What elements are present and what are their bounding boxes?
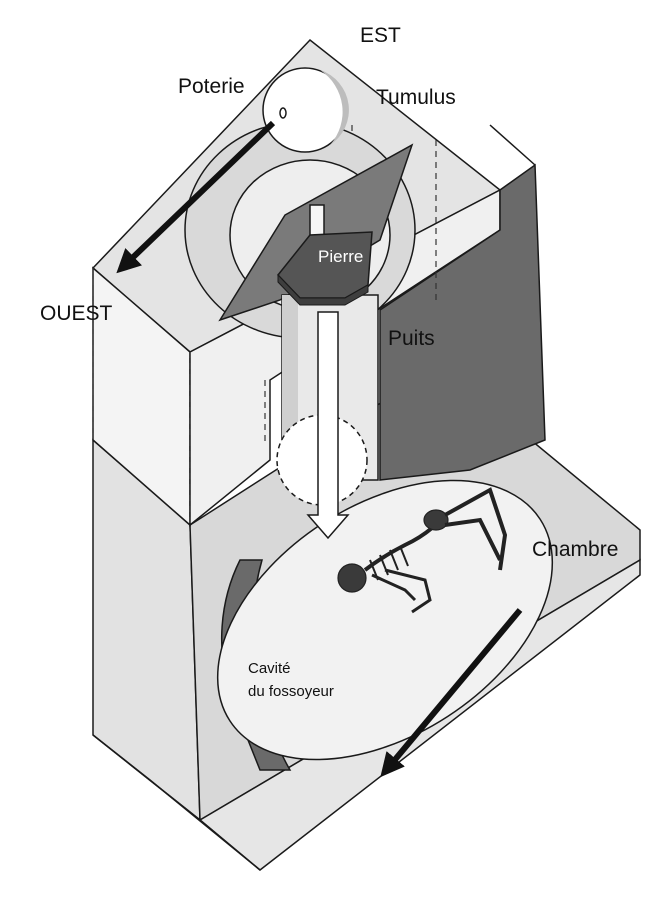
label-chamber: Chambre (532, 538, 618, 561)
pottery (262, 67, 349, 153)
label-cavity-line1: Cavité (248, 660, 291, 677)
back-edge (489, 124, 536, 166)
west-arrow (116, 120, 276, 274)
skeleton-arms (371, 568, 432, 614)
stone-slab-edge (277, 273, 369, 306)
label-east: EST (360, 24, 401, 47)
floor-strip-lower (92, 734, 261, 871)
label-shaft: Puits (388, 327, 435, 350)
skeleton-pelvis (423, 509, 449, 531)
skeleton-ribs (369, 545, 409, 581)
label-west: OUEST (40, 302, 113, 325)
label-stone: Pierre (318, 247, 363, 266)
skeleton-spine (363, 526, 434, 572)
label-pottery: Poterie (178, 75, 245, 98)
upper-block-dark-side (379, 163, 546, 481)
label-tumulus: Tumulus (376, 86, 456, 109)
chamber-arrow (380, 608, 523, 778)
skeleton-skull (337, 563, 367, 593)
skeleton-legs (444, 487, 508, 571)
label-cavity-line2: du fossoyeur (248, 683, 334, 700)
descent-arrow (306, 311, 350, 540)
pottery-vessel (279, 107, 287, 119)
skeleton (337, 487, 508, 614)
pottery-shadow (320, 70, 349, 145)
